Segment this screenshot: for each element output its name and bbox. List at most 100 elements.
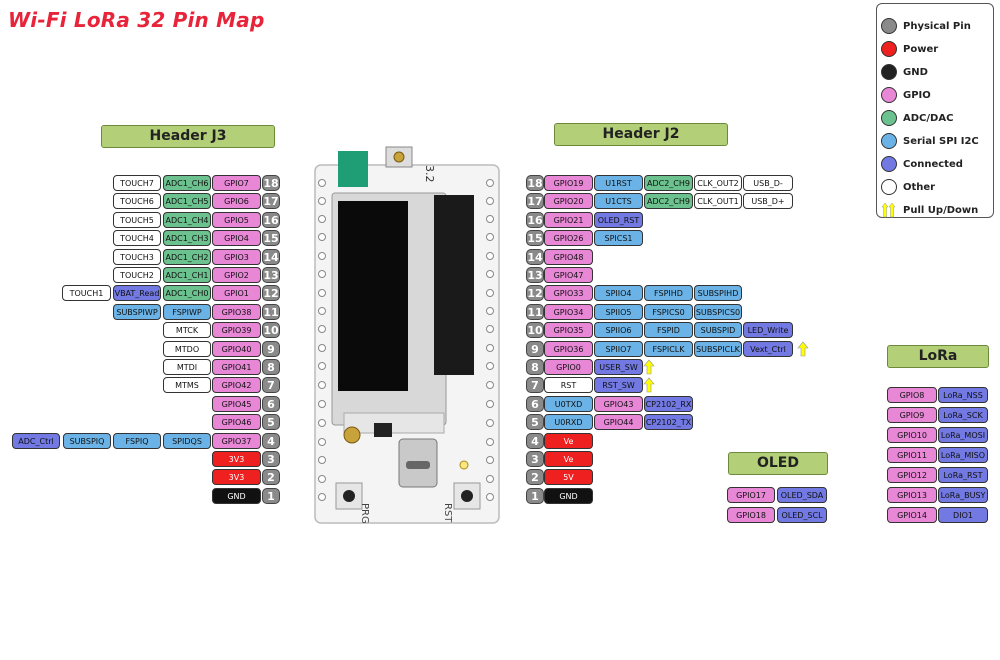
j3-pin-4-label: GPIO37 <box>212 432 261 449</box>
lora-gpio-label: GPIO9 <box>887 407 937 423</box>
legend-color-dot-icon <box>881 18 897 34</box>
j3-pin-11-label: SUBSPIWP <box>113 303 161 320</box>
antenna-pad-icon <box>343 426 361 444</box>
lora-gpio-label: GPIO14 <box>887 507 937 523</box>
lora-function-label: LoRa_MISO <box>938 447 988 463</box>
lora-function-label: LoRa_NSS <box>938 387 988 403</box>
j2-physical-pin-3: 3 <box>526 451 544 467</box>
j3-pin-9-label: GPIO40 <box>212 340 261 357</box>
antenna-connector-icon <box>338 151 368 187</box>
j3-pin-5-label: GPIO46 <box>212 414 261 431</box>
j2-physical-pin-8: 8 <box>526 359 544 375</box>
pull-up-arrow-icon <box>643 377 655 393</box>
j3-physical-pin-6: 6 <box>262 395 280 412</box>
lora-gpio-label: GPIO13 <box>887 487 937 503</box>
legend-item: Connected <box>881 154 963 174</box>
j2-pin-11-label: FSPICS0 <box>644 303 693 320</box>
j2-physical-pin-5: 5 <box>526 414 544 431</box>
j3-physical-pin-7: 7 <box>262 377 280 394</box>
legend-label: Other <box>903 181 936 193</box>
j2-pin-11-label: GPIO34 <box>544 303 593 320</box>
j2-pin-18-label: USB_D- <box>743 175 793 191</box>
header-j3-label: Header J3 <box>101 125 275 148</box>
j2-pin-8-label: GPIO0 <box>544 359 593 375</box>
j2-physical-pin-11: 11 <box>526 303 544 320</box>
oled-gpio-label: GPIO17 <box>727 487 775 503</box>
j2-pin-2-label: 5V <box>544 469 593 486</box>
j3-pin-4-label: FSPIQ <box>113 432 161 449</box>
legend-color-dot-icon <box>881 110 897 126</box>
legend-item: ADC/DAC <box>881 108 953 128</box>
prg-button-icon <box>343 490 355 502</box>
j3-physical-pin-12: 12 <box>262 285 280 302</box>
j2-pin-6-label: GPIO43 <box>594 395 643 412</box>
board-version-label: 3.2 <box>423 165 436 183</box>
oled-function-label: OLED_SDA <box>777 487 827 503</box>
j2-pin-13-label: GPIO47 <box>544 267 593 283</box>
j3-pin-12-label: ADC1_CH0 <box>163 285 211 302</box>
lora-function-label: LoRa_RST <box>938 467 988 483</box>
j2-physical-pin-1: 1 <box>526 487 544 504</box>
j3-pin-18-label: ADC1_CH6 <box>163 175 211 191</box>
j2-pin-10-label: SUBSPID <box>694 322 742 339</box>
header-lora-label: LoRa <box>887 345 989 368</box>
pull-up-down-arrow-icon <box>881 202 896 218</box>
j2-pin-9-label: SUBSPICLK <box>694 340 742 357</box>
oled-screen-icon <box>338 201 408 391</box>
j2-pin-12-label: GPIO33 <box>544 285 593 302</box>
j3-physical-pin-3: 3 <box>262 451 280 467</box>
j2-physical-pin-13: 13 <box>526 267 544 283</box>
j3-pin-11-label: GPIO38 <box>212 303 261 320</box>
j2-pin-17-label: GPIO20 <box>544 193 593 210</box>
j3-pin-9-label: MTDO <box>163 340 211 357</box>
j3-pin-15-label: GPIO4 <box>212 230 261 247</box>
j3-pin-15-label: TOUCH4 <box>113 230 161 247</box>
legend-color-dot-icon <box>881 133 897 149</box>
j2-physical-pin-6: 6 <box>526 395 544 412</box>
j2-physical-pin-16: 16 <box>526 211 544 228</box>
j2-pin-10-label: GPIO35 <box>544 322 593 339</box>
j2-pin-17-label: USB_D+ <box>743 193 793 210</box>
j3-pin-18-label: GPIO7 <box>212 175 261 191</box>
j3-pin-13-label: TOUCH2 <box>113 267 161 283</box>
j2-pin-10-label: LED_Write <box>743 322 793 339</box>
j3-pin-16-label: GPIO5 <box>212 211 261 228</box>
j2-pin-9-label: GPIO36 <box>544 340 593 357</box>
j3-pin-10-label: GPIO39 <box>212 322 261 339</box>
legend-item: Power <box>881 39 938 59</box>
j2-pin-9-label: SPIIO7 <box>594 340 643 357</box>
legend-label: Serial SPI I2C <box>903 135 979 147</box>
j2-pin-8-label: USER_SW <box>594 359 643 375</box>
j3-pin-8-label: MTDI <box>163 359 211 375</box>
legend-label: Connected <box>903 158 963 170</box>
legend-label: Pull Up/Down <box>903 204 979 216</box>
j2-pin-5-label: CP2102_TX <box>644 414 693 431</box>
pull-up-arrow-icon <box>797 341 809 356</box>
j2-pin-11-label: SPIIO5 <box>594 303 643 320</box>
j2-physical-pin-9: 9 <box>526 340 544 357</box>
j2-pin-15-label: GPIO26 <box>544 230 593 247</box>
j3-pin-14-label: TOUCH3 <box>113 248 161 265</box>
oled-function-label: OLED_SCL <box>777 507 827 523</box>
oled-gpio-label: GPIO18 <box>727 507 775 523</box>
j2-pin-9-label: Vext_Ctrl <box>743 340 793 357</box>
j2-physical-pin-2: 2 <box>526 469 544 486</box>
j2-pin-16-label: GPIO21 <box>544 211 593 228</box>
j3-pin-14-label: ADC1_CH2 <box>163 248 211 265</box>
j3-physical-pin-10: 10 <box>262 322 280 339</box>
j3-physical-pin-2: 2 <box>262 469 280 486</box>
j3-pin-16-label: ADC1_CH4 <box>163 211 211 228</box>
j3-physical-pin-18: 18 <box>262 175 280 191</box>
j2-physical-pin-17: 17 <box>526 193 544 210</box>
j2-physical-pin-10: 10 <box>526 322 544 339</box>
j2-pin-15-label: SPICS1 <box>594 230 643 247</box>
j2-physical-pin-7: 7 <box>526 377 544 394</box>
lora-gpio-label: GPIO11 <box>887 447 937 463</box>
legend-label: ADC/DAC <box>903 112 954 124</box>
j2-pin-10-label: SPIIO6 <box>594 322 643 339</box>
j3-physical-pin-14: 14 <box>262 248 280 265</box>
j2-pin-17-label: ADC2_CH9 <box>644 193 693 210</box>
legend-label: GPIO <box>903 89 931 101</box>
j3-pin-8-label: GPIO41 <box>212 359 261 375</box>
legend-item: Serial SPI I2C <box>881 131 979 151</box>
